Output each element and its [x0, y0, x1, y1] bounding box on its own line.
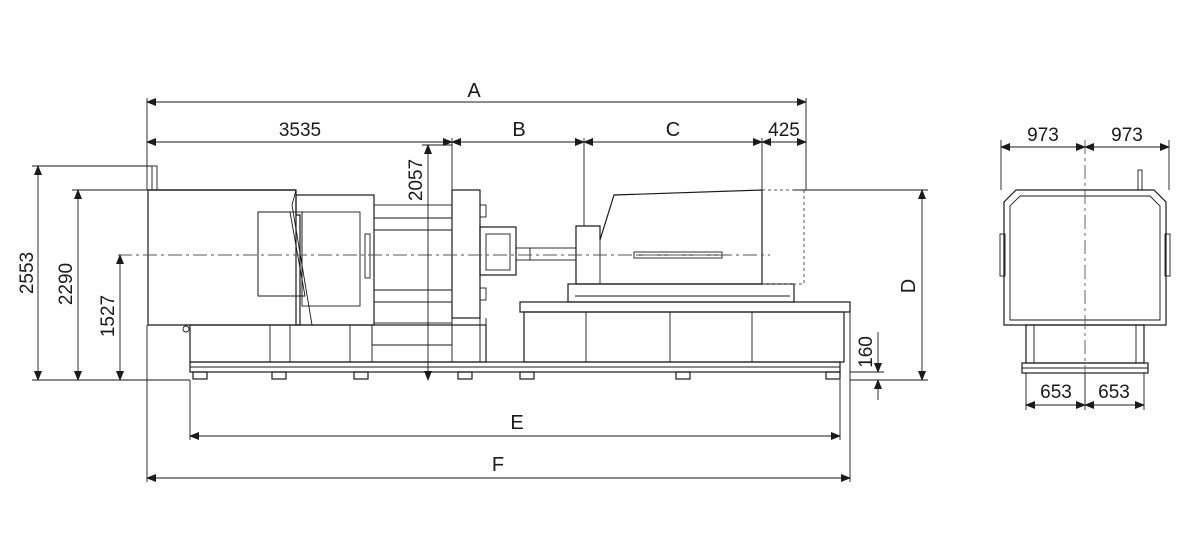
label-C: C [666, 119, 680, 141]
label-F: F [492, 454, 504, 476]
label-D: D [898, 279, 920, 293]
front-signal-lamp [1137, 169, 1143, 191]
hopper-outline [762, 189, 805, 285]
safety-door [295, 194, 375, 326]
side-view [118, 165, 851, 380]
signal-lamp [151, 165, 158, 191]
label-2553: 2553 [17, 252, 38, 294]
side-dimensions [32, 98, 928, 482]
front-housing [1003, 189, 1167, 326]
label-973-left: 973 [1027, 125, 1059, 146]
injection-unit [575, 189, 763, 285]
clamp-frame [189, 324, 487, 363]
label-973-right: 973 [1111, 125, 1143, 146]
label-3535: 3535 [279, 120, 321, 141]
label-425: 425 [768, 120, 800, 141]
tie-bar-zone [373, 204, 453, 324]
fixed-platen [451, 189, 481, 319]
label-653-left: 653 [1040, 382, 1072, 403]
label-2290: 2290 [56, 263, 77, 305]
label-A: A [467, 80, 481, 102]
injection-cabinet [523, 311, 845, 363]
injection-sled [567, 283, 795, 303]
label-E: E [510, 412, 523, 434]
label-2057: 2057 [406, 159, 427, 201]
label-1527: 1527 [98, 295, 119, 337]
clamp-housing [147, 189, 301, 326]
front-view [999, 140, 1171, 374]
injection-base [519, 301, 851, 313]
label-B: B [512, 119, 525, 141]
machine-feet [192, 371, 841, 380]
injection-nozzle [515, 247, 577, 261]
label-160: 160 [856, 336, 877, 368]
label-653-right: 653 [1098, 382, 1130, 403]
front-dimensions [1000, 140, 1170, 410]
